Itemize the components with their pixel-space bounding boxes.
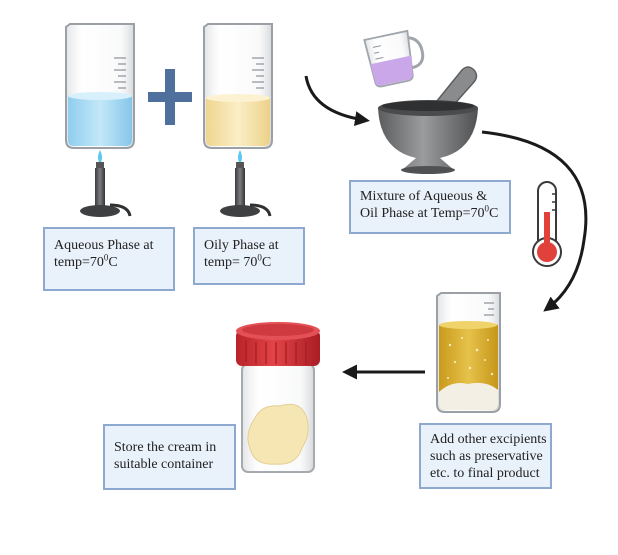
mortar-pestle-icon bbox=[378, 66, 478, 174]
cream-jar-icon bbox=[236, 322, 320, 473]
beaker-final-icon bbox=[436, 292, 501, 413]
label-oily-phase: Oily Phase at temp= 700C bbox=[193, 227, 305, 285]
label-aqueous-line1: Aqueous Phase at bbox=[54, 238, 154, 253]
label-store-line1: Store the cream in bbox=[114, 440, 217, 455]
label-store-cream: Store the cream in suitable container bbox=[103, 424, 236, 490]
label-excipients-line3: etc. to final product bbox=[430, 466, 540, 481]
arrow-to-final-beaker bbox=[481, 130, 588, 312]
thermometer-icon bbox=[532, 181, 562, 267]
label-excipients-line2: such as preservative bbox=[430, 449, 543, 464]
beaker-oily-icon bbox=[203, 23, 273, 149]
measuring-cup-icon bbox=[363, 29, 425, 88]
label-aqueous-line2: temp=700C bbox=[54, 252, 118, 270]
label-oily-line1: Oily Phase at bbox=[204, 238, 279, 253]
label-mixture-line2: Oil Phase at Temp=700C bbox=[360, 203, 499, 221]
label-excipients-line1: Add other excipients bbox=[430, 432, 547, 447]
label-store-line2: suitable container bbox=[114, 457, 214, 472]
label-excipients: Add other excipients such as preservativ… bbox=[419, 423, 552, 489]
label-mixture: Mixture of Aqueous & Oil Phase at Temp=7… bbox=[349, 180, 511, 234]
arrow-to-mortar bbox=[304, 75, 370, 127]
bunsen-burner-icon bbox=[80, 150, 132, 217]
beaker-aqueous-icon bbox=[65, 23, 135, 149]
plus-icon bbox=[148, 69, 192, 125]
bunsen-burner-icon bbox=[220, 150, 272, 217]
label-oily-line2: temp= 700C bbox=[204, 252, 272, 270]
label-mixture-line1: Mixture of Aqueous & bbox=[360, 189, 488, 204]
label-aqueous-phase: Aqueous Phase at temp=700C bbox=[43, 227, 175, 291]
